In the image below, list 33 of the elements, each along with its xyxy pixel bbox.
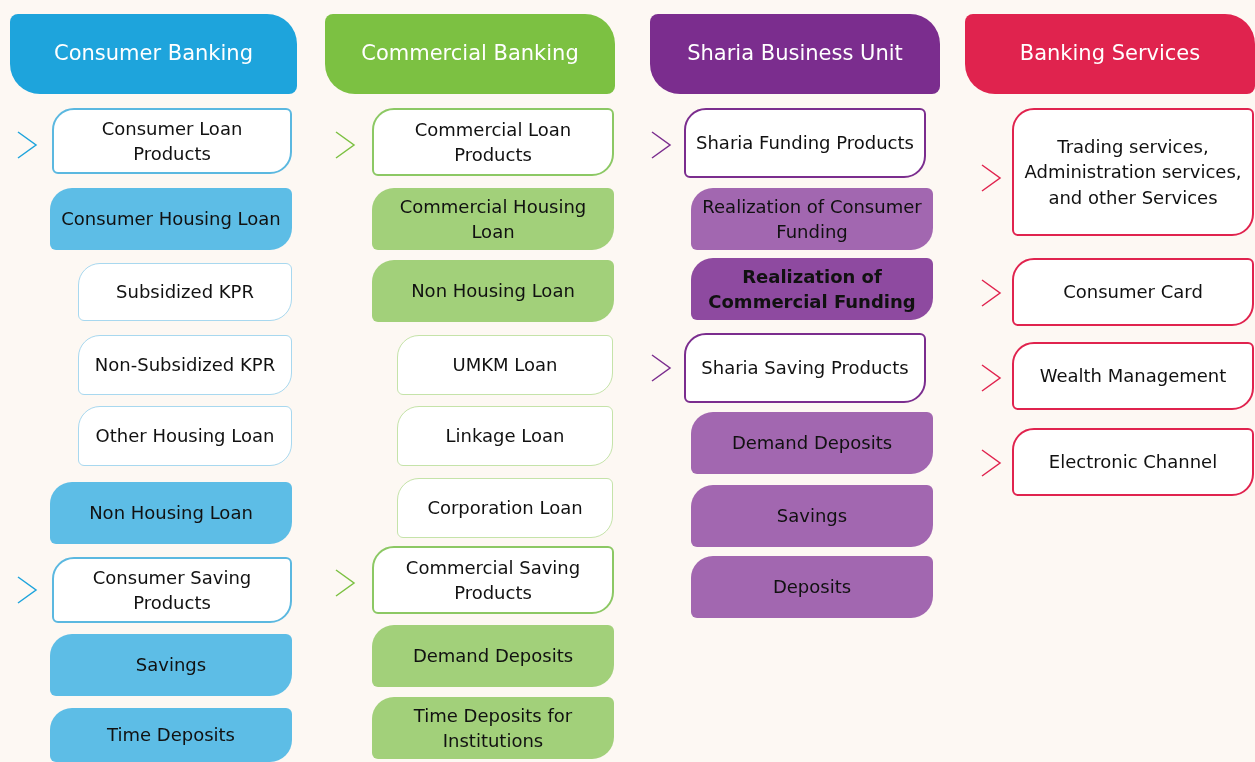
category-header: Sharia Business Unit bbox=[650, 14, 940, 94]
product-box: Deposits bbox=[691, 556, 933, 618]
category-header: Consumer Banking bbox=[10, 14, 297, 94]
product-group-box: Consumer Loan Products bbox=[52, 108, 292, 174]
product-box: Commercial Housing Loan bbox=[372, 188, 614, 250]
sub-product-box: Linkage Loan bbox=[397, 406, 613, 466]
sub-product-box: UMKM Loan bbox=[397, 335, 613, 395]
product-group-box: Sharia Funding Products bbox=[684, 108, 926, 178]
category-header: Commercial Banking bbox=[325, 14, 615, 94]
product-group-box: Consumer Card bbox=[1012, 258, 1254, 326]
product-box: Non Housing Loan bbox=[372, 260, 614, 322]
product-box: Realization of Consumer Funding bbox=[691, 188, 933, 250]
sub-product-box: Other Housing Loan bbox=[78, 406, 292, 466]
product-group-box: Wealth Management bbox=[1012, 342, 1254, 410]
product-box: Demand Deposits bbox=[691, 412, 933, 474]
product-group-box: Commercial Saving Products bbox=[372, 546, 614, 614]
product-box: Demand Deposits bbox=[372, 625, 614, 687]
product-box: Consumer Housing Loan bbox=[50, 188, 292, 250]
product-group-box: Consumer Saving Products bbox=[52, 557, 292, 623]
product-box: Savings bbox=[50, 634, 292, 696]
product-box: Realization of Commercial Funding bbox=[691, 258, 933, 320]
product-group-box: Electronic Channel bbox=[1012, 428, 1254, 496]
product-box: Non Housing Loan bbox=[50, 482, 292, 544]
product-group-box: Sharia Saving Products bbox=[684, 333, 926, 403]
category-header: Banking Services bbox=[965, 14, 1255, 94]
product-group-box: Trading services, Administration services, and other Services bbox=[1012, 108, 1254, 236]
product-box: Time Deposits for Institutions bbox=[372, 697, 614, 759]
product-box: Time Deposits bbox=[50, 708, 292, 762]
sub-product-box: Corporation Loan bbox=[397, 478, 613, 538]
product-group-box: Commercial Loan Products bbox=[372, 108, 614, 176]
sub-product-box: Non-Subsidized KPR bbox=[78, 335, 292, 395]
product-box: Savings bbox=[691, 485, 933, 547]
sub-product-box: Subsidized KPR bbox=[78, 263, 292, 321]
